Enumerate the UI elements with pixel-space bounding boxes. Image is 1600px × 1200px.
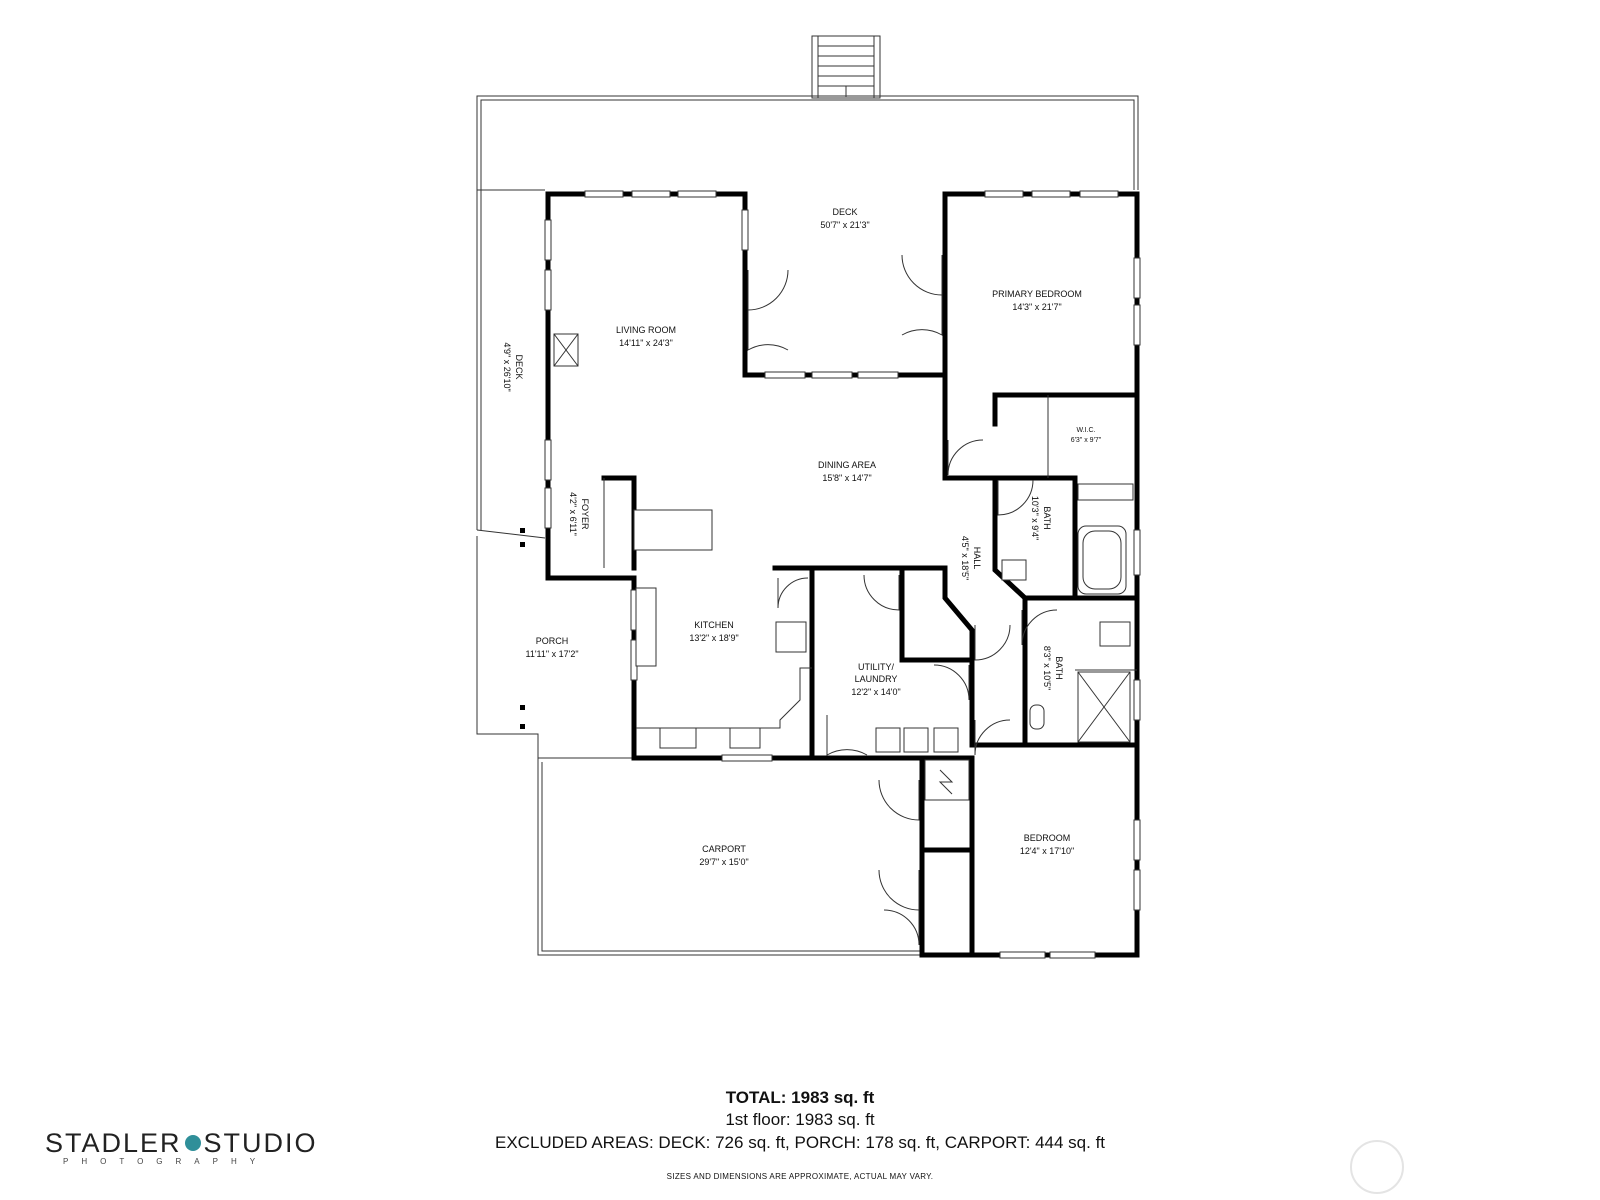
room-hall: HALL 4'5" x 18'5"	[960, 536, 982, 580]
svg-text:W.I.C.: W.I.C.	[1076, 427, 1095, 434]
svg-text:15'8" x 14'7": 15'8" x 14'7"	[822, 473, 871, 483]
svg-text:DECK: DECK	[832, 207, 857, 217]
svg-text:BEDROOM: BEDROOM	[1024, 833, 1071, 843]
svg-text:6'3" x 9'7": 6'3" x 9'7"	[1071, 437, 1102, 444]
svg-text:8'3" x 10'5": 8'3" x 10'5"	[1042, 646, 1052, 690]
svg-text:DINING AREA: DINING AREA	[818, 460, 876, 470]
svg-text:14'11" x 24'3": 14'11" x 24'3"	[619, 338, 673, 348]
svg-text:FOYER: FOYER	[580, 498, 590, 530]
room-primary-bedroom: PRIMARY BEDROOM 14'3" x 21'7"	[992, 289, 1082, 312]
studio-logo: STADLER STUDIO PHOTOGRAPHY	[45, 1128, 335, 1166]
floor-area: 1st floor: 1983 sq. ft	[725, 1110, 875, 1129]
svg-text:PORCH: PORCH	[536, 636, 569, 646]
svg-text:13'2" x 18'9": 13'2" x 18'9"	[689, 633, 738, 643]
svg-text:4'9" x 26'10": 4'9" x 26'10"	[502, 342, 512, 391]
room-carport: CARPORT 29'7" x 15'0"	[699, 844, 748, 867]
svg-text:UTILITY/: UTILITY/	[858, 662, 895, 672]
room-bedroom: BEDROOM 12'4" x 17'10"	[1020, 833, 1074, 856]
logo-subtitle: PHOTOGRAPHY	[63, 1157, 269, 1166]
doors	[747, 254, 1058, 946]
svg-text:LIVING ROOM: LIVING ROOM	[616, 325, 676, 335]
svg-text:4'5" x 18'5": 4'5" x 18'5"	[960, 536, 970, 580]
svg-text:50'7" x 21'3": 50'7" x 21'3"	[820, 220, 869, 230]
svg-text:KITCHEN: KITCHEN	[694, 620, 734, 630]
svg-text:LAUNDRY: LAUNDRY	[855, 674, 898, 684]
deck-outline	[476, 95, 1139, 539]
logo-camera-icon	[184, 1134, 201, 1151]
room-bath-second: BATH 8'3" x 10'5"	[1042, 646, 1064, 690]
svg-text:DECK: DECK	[514, 354, 524, 379]
disclaimer: SIZES AND DIMENSIONS ARE APPROXIMATE, AC…	[666, 1172, 934, 1181]
logo-wordmark: STADLER STUDIO	[45, 1128, 335, 1159]
svg-text:11'11" x 17'2": 11'11" x 17'2"	[525, 649, 578, 659]
svg-text:14'3" x 21'7": 14'3" x 21'7"	[1012, 302, 1061, 312]
fixtures	[553, 333, 1134, 801]
room-dining: DINING AREA 15'8" x 14'7"	[818, 460, 876, 483]
svg-text:CARPORT: CARPORT	[702, 844, 746, 854]
room-deck-side: DECK 4'9" x 26'10"	[502, 342, 524, 391]
watermark-icon	[1350, 1140, 1404, 1194]
svg-text:HALL: HALL	[972, 547, 982, 570]
svg-text:PRIMARY BEDROOM: PRIMARY BEDROOM	[992, 289, 1082, 299]
room-deck-top: DECK 50'7" x 21'3"	[820, 207, 869, 230]
svg-text:12'4" x 17'10": 12'4" x 17'10"	[1020, 846, 1074, 856]
svg-text:10'3" x 9'4": 10'3" x 9'4"	[1030, 496, 1040, 540]
excluded-areas: EXCLUDED AREAS: DECK: 726 sq. ft, PORCH:…	[494, 1133, 1106, 1152]
room-utility: UTILITY/ LAUNDRY 12'2" x 14'0"	[851, 662, 900, 697]
svg-text:BATH: BATH	[1042, 506, 1052, 529]
svg-text:12'2" x 14'0": 12'2" x 14'0"	[851, 687, 900, 697]
room-bath-primary: BATH 10'3" x 9'4"	[1030, 496, 1052, 540]
svg-text:29'7" x 15'0": 29'7" x 15'0"	[699, 857, 748, 867]
total-area: TOTAL: 1983 sq. ft	[725, 1088, 875, 1107]
porch-outline	[476, 528, 634, 759]
room-wic: W.I.C. 6'3" x 9'7"	[1071, 427, 1102, 444]
windows	[544, 190, 1141, 959]
room-kitchen: KITCHEN 13'2" x 18'9"	[689, 620, 738, 643]
room-foyer: FOYER 4'2" x 6'11"	[568, 492, 590, 536]
svg-text:4'2" x 6'11": 4'2" x 6'11"	[568, 492, 578, 536]
logo-left: STADLER	[45, 1128, 182, 1158]
carport-outline	[537, 758, 922, 956]
deck-stairs	[811, 35, 881, 99]
logo-right: STUDIO	[203, 1128, 318, 1158]
svg-text:BATH: BATH	[1054, 656, 1064, 679]
room-porch: PORCH 11'11" x 17'2"	[525, 636, 578, 659]
room-living: LIVING ROOM 14'11" x 24'3"	[616, 325, 676, 348]
